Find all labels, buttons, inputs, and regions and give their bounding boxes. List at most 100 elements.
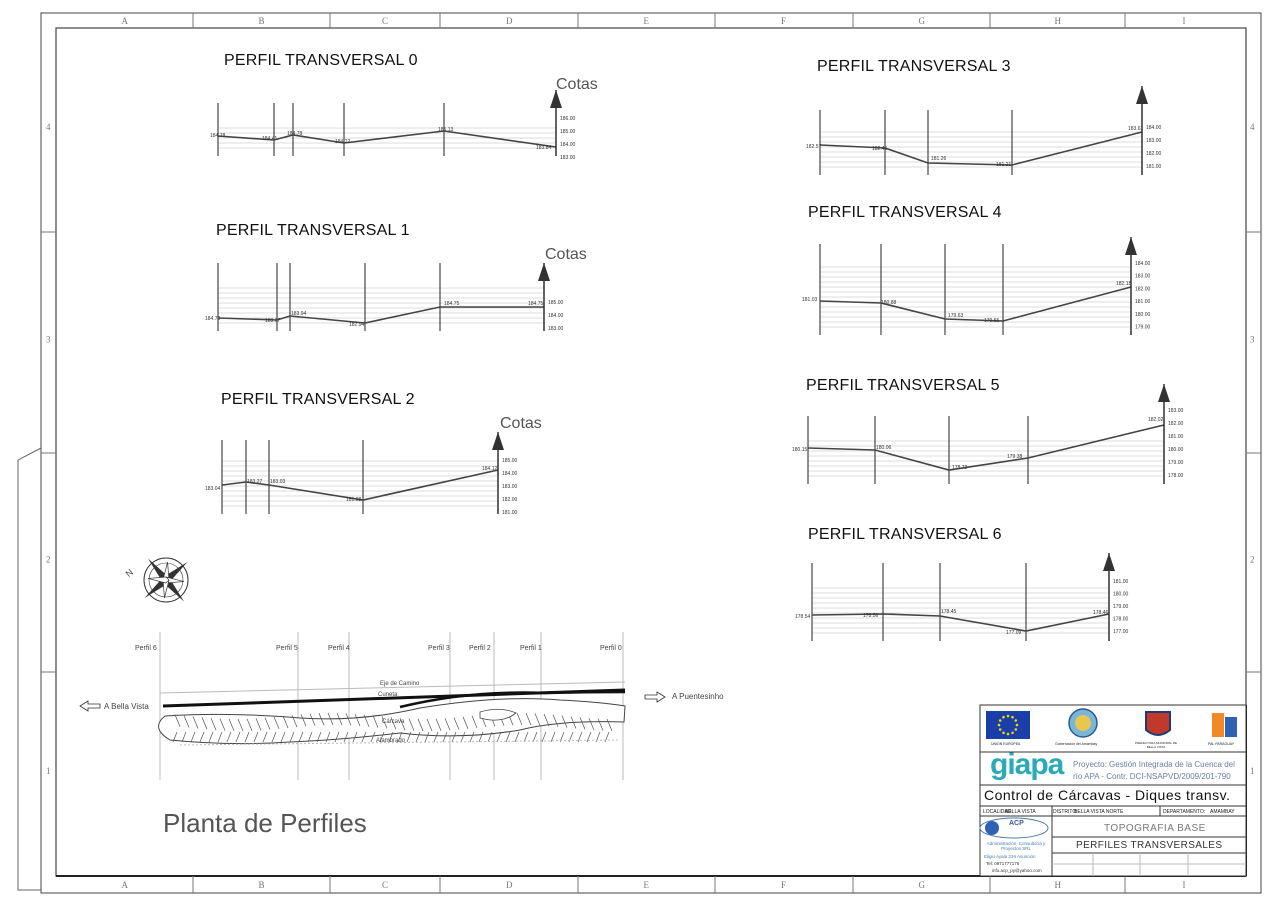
col-label-bottom-E: E [644, 880, 650, 890]
col-label-top-G: G [919, 16, 926, 26]
elevation-label: 183.67 [265, 318, 281, 324]
carcava-hatch [372, 715, 379, 728]
scale-tick-label: 183.00 [1168, 408, 1184, 414]
elevation-label: 178.54 [795, 614, 811, 620]
carcava-hatch [435, 718, 442, 731]
carcava-hatch [262, 731, 268, 743]
pal-logo-icon [1212, 713, 1224, 737]
carcava-hatch [514, 731, 520, 743]
terrain-line [217, 306, 544, 324]
logo-pal-text: PAL PARAGUAY [1208, 742, 1235, 746]
carcava-hatch [397, 731, 403, 743]
elevation-label: 184.78 [210, 133, 226, 139]
carcava-hatch [469, 731, 475, 743]
profile-title-6: PERFIL TRANSVERSAL 6 [808, 526, 1002, 543]
scale-tick-label: 184.00 [502, 471, 518, 477]
carcava-hatch [255, 718, 262, 731]
cotas-label-2: Cotas [500, 415, 542, 432]
elevation-label: 184.78 [205, 316, 221, 322]
acp-logo-icon [979, 817, 1049, 839]
distrito-label: DISTRITO: [1053, 809, 1078, 815]
carcava-hatch [561, 715, 568, 728]
direction-left: A Bella Vista [104, 702, 149, 711]
carcava-hatch [415, 731, 421, 743]
eu-star [1015, 723, 1019, 727]
elevation-label: 182.02 [1148, 417, 1164, 423]
carcava-hatch [570, 716, 577, 729]
carcava-hatch [361, 731, 367, 743]
scale-tick-label: 183.00 [560, 155, 576, 161]
carcava-hatch [381, 716, 388, 729]
carcava-hatch [478, 731, 484, 743]
carcava-hatch [192, 716, 199, 729]
elevation-label: 178.72 [952, 465, 968, 471]
scale-tick-label: 180.00 [1113, 592, 1129, 598]
carcava-hatch [426, 718, 433, 732]
elevation-label: 180.15 [792, 447, 808, 453]
elevation-label: 181.21 [996, 162, 1012, 168]
carcava-hatch [219, 718, 226, 731]
scale-tick-label: 178.00 [1168, 473, 1184, 479]
plan-perfil-label: Perfil 4 [328, 645, 350, 652]
row-label-right-4: 4 [1250, 122, 1255, 132]
carcava-hatch [406, 731, 412, 743]
direction-right: A Puentesinho [672, 692, 724, 701]
alambrado-line [179, 739, 621, 746]
terrain-line [811, 613, 1110, 632]
carcava-hatch [201, 717, 208, 730]
scale-tick-label: 184.00 [560, 142, 576, 148]
carcava-hatch [505, 731, 511, 743]
carcava-hatch [550, 731, 556, 743]
carcava-hatch [172, 731, 178, 743]
compass-rose [143, 557, 189, 603]
scale-tick-label: 183.00 [502, 484, 518, 490]
col-label-bottom-C: C [382, 880, 388, 890]
scale-tick-label: 186.00 [560, 116, 576, 122]
carcava-hatch [541, 731, 547, 743]
scale-tick-label: 185.00 [502, 458, 518, 464]
eu-star [1011, 715, 1014, 719]
carcava-hatch [334, 731, 340, 743]
scale-tick-label: 179.00 [1135, 325, 1151, 331]
depto-value: AMAMBAY [1210, 809, 1235, 815]
elevation-label: 184.12 [482, 466, 498, 472]
col-label-bottom-F: F [781, 880, 786, 890]
carcava-hatch [300, 714, 307, 727]
elevation-label: 182.57 [806, 144, 822, 150]
profile-title-3: PERFIL TRANSVERSAL 3 [817, 58, 1011, 75]
col-label-bottom-A: A [122, 880, 129, 890]
carcava-hatch [442, 731, 448, 743]
carcava-hatch [597, 718, 604, 731]
scale-tick-label: 183.00 [1135, 274, 1151, 280]
alambrado-label: Alambrado [376, 738, 406, 744]
row-label-left-1: 1 [46, 766, 51, 776]
acp-tel: Tel: 0971777176 [986, 861, 1020, 866]
arrow-right-icon [644, 691, 666, 703]
main-title: Control de Cárcavas - Diques transv. [984, 787, 1231, 803]
profile-title-2: PERFIL TRANSVERSAL 2 [221, 391, 415, 408]
elevation-label: 183.27 [247, 479, 263, 485]
carcava-hatch [264, 717, 271, 730]
eje-line [159, 681, 626, 694]
col-label-top-I: I [1183, 16, 1186, 26]
elevation-label: 179.38 [1007, 454, 1023, 460]
elevation-label: 183.04 [205, 486, 221, 492]
terrain-line [819, 286, 1132, 322]
carcava-hatch [399, 717, 406, 731]
col-label-top-H: H [1055, 16, 1062, 26]
localidad-label: LOCALIDAD: [983, 809, 1013, 815]
fold-mark [17, 447, 42, 891]
carcava-hatch [417, 718, 424, 732]
arrow-left-icon [79, 700, 101, 712]
carcava-label: Cárcava [382, 719, 405, 725]
carcava-hatch [453, 717, 460, 730]
carcava-hatch [289, 731, 295, 743]
elevation-label: 178.45 [941, 609, 957, 615]
eu-star [1006, 714, 1010, 718]
scale-arrow-icon [492, 432, 504, 450]
carcava-hatch [577, 731, 583, 743]
